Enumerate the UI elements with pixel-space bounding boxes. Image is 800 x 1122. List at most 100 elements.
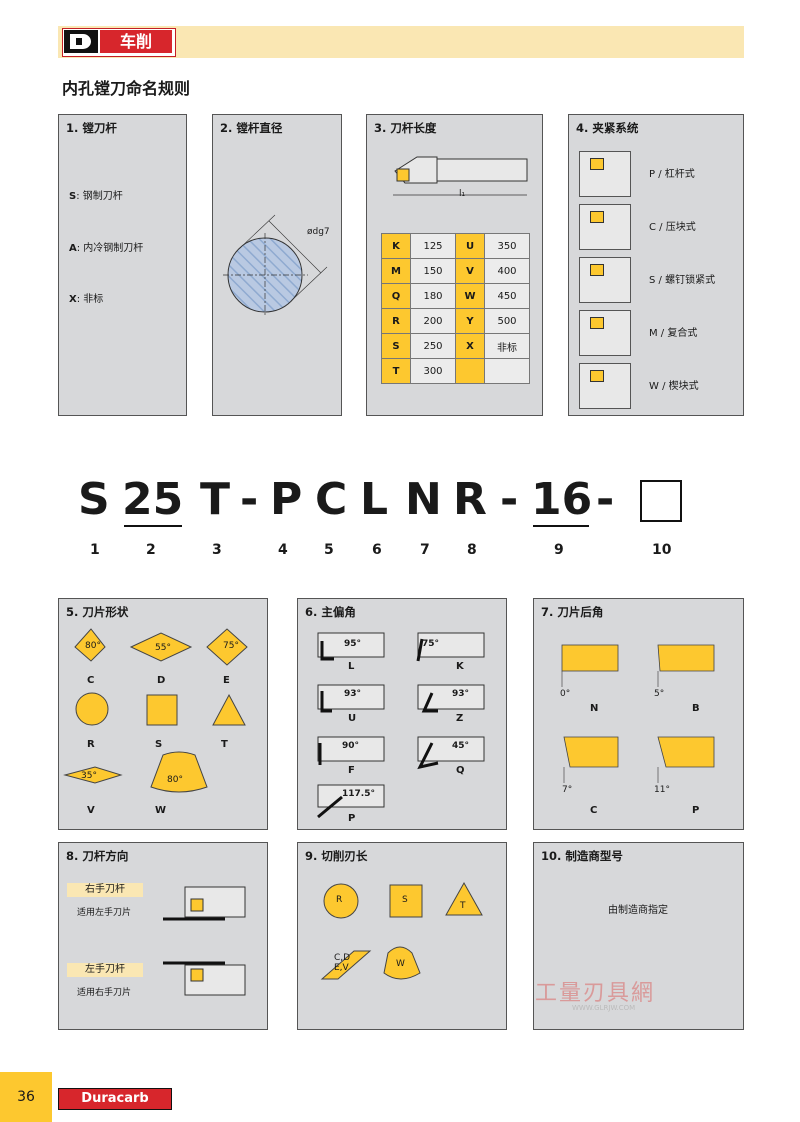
length-value bbox=[484, 358, 530, 384]
approach-angle: 75° bbox=[422, 639, 440, 649]
page-title: 内孔镗刀命名规则 bbox=[62, 79, 191, 98]
approach-angle: 45° bbox=[452, 741, 470, 751]
clearance-angle: 5° bbox=[654, 689, 665, 699]
position-number: 10 bbox=[652, 542, 672, 558]
panel-title: 3. 刀杆长度 bbox=[374, 121, 437, 135]
panel-title: 9. 切削刃长 bbox=[305, 849, 368, 863]
shape-angle: 75° bbox=[223, 641, 239, 651]
clamp-label: C / 压块式 bbox=[649, 222, 696, 233]
approach-letter: K bbox=[456, 661, 464, 672]
manufacturer-box bbox=[640, 480, 682, 522]
panel-hand: 8. 刀杆方向 右手刀杆 适用左手刀片 左手刀杆 适用右手刀片 bbox=[58, 842, 268, 1030]
length-value: 450 bbox=[484, 283, 530, 309]
panel-title: 6. 主偏角 bbox=[305, 605, 356, 619]
panel-title: 8. 刀杆方向 bbox=[66, 849, 129, 863]
key: S bbox=[69, 191, 77, 202]
code-char: S bbox=[78, 474, 110, 525]
edge-shape-letter: C,D E,V bbox=[334, 953, 351, 973]
bar-section-diagram bbox=[223, 214, 328, 317]
clearance-angle: 0° bbox=[560, 689, 571, 699]
watermark-url: WWW.GLRJW.COM bbox=[572, 1004, 636, 1012]
brand-logo: Duracarb bbox=[58, 1088, 172, 1110]
length-code: V bbox=[455, 258, 485, 284]
approach-letter: Z bbox=[456, 713, 464, 724]
hand-diagram bbox=[163, 886, 246, 996]
desc: : 钢制刀杆 bbox=[76, 191, 123, 202]
d-logo-icon bbox=[64, 30, 98, 53]
desc: : 非标 bbox=[76, 294, 104, 305]
code-char: C bbox=[315, 474, 348, 525]
length-code: K bbox=[381, 233, 411, 259]
code-char: N bbox=[405, 474, 442, 525]
brand-name: Duracarb bbox=[81, 1091, 149, 1106]
shape-letter: T bbox=[221, 739, 228, 750]
position-number: 4 bbox=[278, 542, 288, 558]
shape-letter: R bbox=[87, 739, 95, 750]
code-char: 25 bbox=[122, 474, 184, 525]
length-code: R bbox=[381, 308, 411, 334]
length-value: 125 bbox=[410, 233, 456, 259]
length-value: 500 bbox=[484, 308, 530, 334]
clamp-label: M / 复合式 bbox=[649, 328, 698, 339]
code-char: T bbox=[200, 474, 231, 525]
position-number: 5 bbox=[324, 542, 334, 558]
position-number: 7 bbox=[420, 542, 430, 558]
length-code: M bbox=[381, 258, 411, 284]
length-value: 400 bbox=[484, 258, 530, 284]
length-value: 300 bbox=[410, 358, 456, 384]
approach-angle: 95° bbox=[344, 639, 362, 649]
clamp-diagram-icon bbox=[579, 257, 631, 303]
diameter-label: ødg7 bbox=[307, 227, 330, 237]
code-char: L bbox=[360, 474, 389, 525]
code-char: R bbox=[453, 474, 487, 525]
approach-letter: F bbox=[348, 765, 355, 776]
watermark: 工量刃具網 bbox=[535, 981, 656, 1006]
position-number: 1 bbox=[90, 542, 100, 558]
approach-letter: Q bbox=[456, 765, 465, 776]
position-number: 8 bbox=[467, 542, 477, 558]
position-number: 3 bbox=[212, 542, 222, 558]
length-code: W bbox=[455, 283, 485, 309]
code-char: - bbox=[596, 474, 615, 525]
clearance-angle-diagram bbox=[561, 644, 715, 783]
left-hand-sub: 适用右手刀片 bbox=[77, 988, 132, 998]
approach-letter: P bbox=[348, 813, 356, 824]
length-value: 200 bbox=[410, 308, 456, 334]
length-code: S bbox=[381, 333, 411, 359]
page-number: 36 bbox=[0, 1072, 52, 1122]
length-value: 250 bbox=[410, 333, 456, 359]
shape-angle: 55° bbox=[155, 643, 171, 653]
position-number: 6 bbox=[372, 542, 382, 558]
approach-angle: 93° bbox=[344, 689, 362, 699]
insert-icon bbox=[590, 264, 604, 276]
length-code: Y bbox=[455, 308, 485, 334]
length-value: 350 bbox=[484, 233, 530, 259]
shape-angle: 35° bbox=[81, 771, 97, 781]
desc: : 内冷钢制刀杆 bbox=[76, 243, 144, 254]
panel-title: 1. 镗刀杆 bbox=[66, 121, 117, 135]
key: A bbox=[69, 243, 77, 254]
clamp-diagram-icon bbox=[579, 204, 631, 250]
length-label: l₁ bbox=[459, 189, 466, 199]
underline-size bbox=[533, 525, 589, 527]
code-char: - bbox=[500, 474, 519, 525]
approach-angle: 90° bbox=[342, 741, 360, 751]
shape-angle: 80° bbox=[85, 641, 101, 651]
approach-letter: U bbox=[348, 713, 357, 724]
panel-bar-diameter: 2. 镗杆直径 ødg7 bbox=[212, 114, 342, 416]
panel-title: 2. 镗杆直径 bbox=[220, 121, 283, 135]
code-char: - bbox=[240, 474, 259, 525]
length-code bbox=[455, 358, 485, 384]
clamp-label: W / 楔块式 bbox=[649, 381, 699, 392]
right-hand-label: 右手刀杆 bbox=[67, 883, 143, 897]
shape-letter: C bbox=[87, 675, 95, 686]
insert-icon bbox=[590, 370, 604, 382]
